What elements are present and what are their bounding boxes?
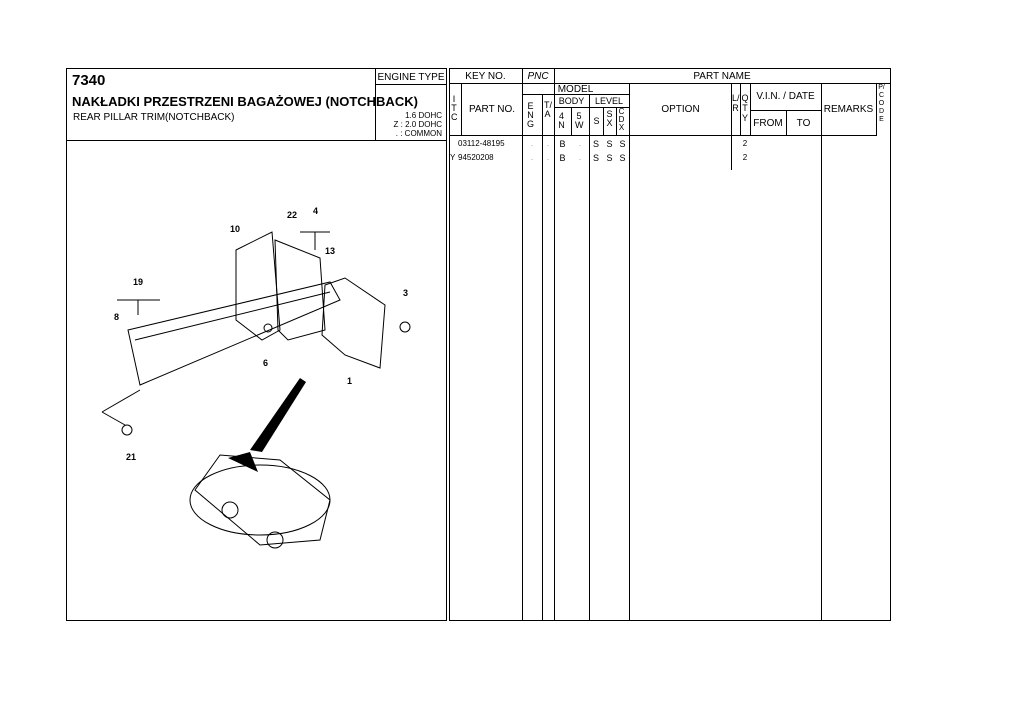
part-number: 94520208 bbox=[458, 153, 494, 162]
ta-cell: . bbox=[546, 139, 550, 148]
title-english: REAR PILLAR TRIM(NOTCHBACK) bbox=[73, 112, 235, 123]
callout-6: 6 bbox=[263, 358, 268, 368]
trim-panel-1 bbox=[321, 277, 386, 369]
ta-header: T/A bbox=[544, 100, 552, 119]
trim-panel-4 bbox=[274, 239, 326, 341]
callout-19: 19 bbox=[133, 277, 143, 287]
qty-header: QTY bbox=[741, 93, 749, 123]
callout-13: 13 bbox=[325, 246, 335, 256]
level-sx-cell: S bbox=[606, 139, 613, 149]
part-number: 03112-48195 bbox=[458, 139, 505, 148]
callout-22: 22 bbox=[287, 210, 297, 220]
callout-21: 21 bbox=[126, 452, 136, 462]
engine-type-label: ENGINE TYPE bbox=[377, 72, 445, 83]
parts-diagram: 22 4 10 13 19 3 8 6 1 21 bbox=[101, 206, 411, 549]
itc-header: ITC bbox=[451, 94, 458, 122]
callout-4: 4 bbox=[313, 206, 318, 216]
catalog-code: 7340 bbox=[72, 72, 106, 89]
callout-10: 10 bbox=[230, 224, 240, 234]
level-s-cell: S bbox=[592, 153, 599, 163]
title-polish: NAKŁADKI PRZESTRZENI BAGAŻOWEJ (NOTCHBAC… bbox=[72, 94, 418, 109]
body-5w-header: 5W bbox=[575, 111, 584, 130]
ta-cell: . bbox=[546, 153, 550, 162]
level-cdx-cell: S bbox=[619, 153, 626, 163]
eng-cell: . bbox=[530, 139, 534, 148]
key-no-header: KEY NO. bbox=[465, 71, 506, 82]
level-s-cell: S bbox=[592, 139, 599, 149]
model-header: MODEL bbox=[557, 84, 594, 95]
title-block bbox=[66, 68, 447, 621]
body-4n-cell: B bbox=[559, 139, 566, 149]
callout-1: 1 bbox=[347, 376, 352, 386]
qty-cell: 2 bbox=[742, 153, 748, 162]
part-no-header: PART NO. bbox=[468, 104, 516, 115]
part-name-header: PART NAME bbox=[693, 71, 751, 82]
body-5w-cell: . bbox=[578, 153, 582, 162]
engine-type-3: . : COMMON bbox=[395, 129, 442, 138]
engine-type-2: Z : 2.0 DOHC bbox=[393, 120, 442, 129]
level-sx-header: SX bbox=[606, 109, 613, 128]
level-sx-cell: S bbox=[606, 153, 613, 163]
body-4n-header: 4N bbox=[558, 111, 565, 130]
qty-cell: 2 bbox=[742, 139, 748, 148]
eng-cell: . bbox=[530, 153, 534, 162]
level-s-header: S bbox=[593, 116, 600, 126]
from-header: FROM bbox=[753, 118, 783, 129]
callout-8: 8 bbox=[114, 312, 119, 322]
level-cdx-cell: S bbox=[619, 139, 626, 149]
level-header: LEVEL bbox=[594, 96, 624, 106]
pcode-header: P/CODE bbox=[878, 84, 885, 123]
lr-header: L/R bbox=[732, 93, 740, 113]
eng-header: ENG bbox=[527, 101, 535, 129]
parts-table bbox=[449, 68, 891, 621]
itc-cell: Y bbox=[450, 153, 456, 162]
pnc-header: PNC bbox=[527, 71, 549, 82]
option-header: OPTION bbox=[661, 104, 700, 115]
body-4n-cell: B bbox=[559, 153, 566, 163]
engine-type-1: 1.6 DOHC bbox=[405, 111, 442, 120]
vin-date-header: V.I.N. / DATE bbox=[756, 91, 815, 102]
level-cdx-header: CDX bbox=[618, 107, 625, 132]
remarks-header: REMARKS bbox=[823, 104, 874, 115]
body-5w-cell: . bbox=[578, 139, 582, 148]
to-header: TO bbox=[796, 118, 811, 129]
body-header: BODY bbox=[558, 96, 585, 106]
callout-3: 3 bbox=[403, 288, 408, 298]
trim-panel-19 bbox=[127, 281, 341, 386]
